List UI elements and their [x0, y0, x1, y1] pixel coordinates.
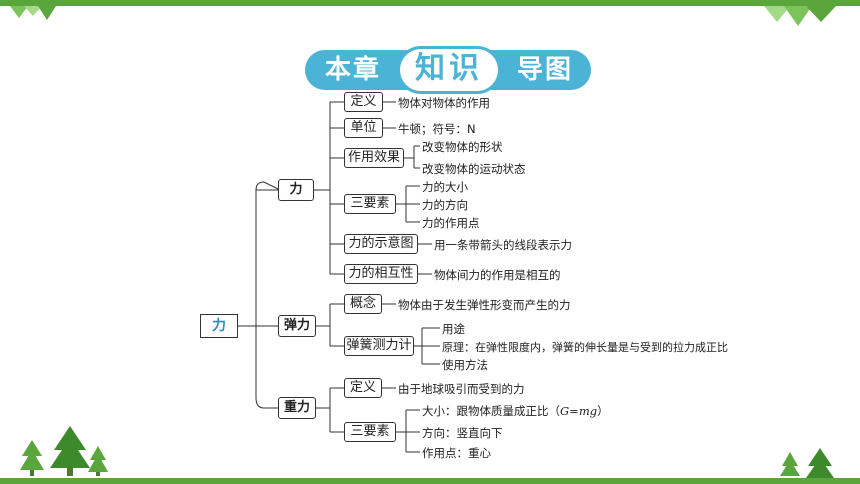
- root-node-force: 力: [200, 314, 238, 338]
- gravity-formula: G=mg: [560, 404, 598, 418]
- force-three-elements-node: 三要素: [344, 194, 396, 214]
- gravity-point: 作用点：重心: [422, 446, 491, 460]
- force-element-point: 力的作用点: [422, 216, 480, 230]
- spring-scale-node: 弹簧测力计: [344, 336, 414, 356]
- branch-elastic-force: 弹力: [278, 315, 316, 337]
- branch-force: 力: [278, 179, 314, 201]
- force-unit-text: 牛顿；符号：N: [398, 122, 476, 136]
- bottom-green-bar: [0, 478, 860, 484]
- force-diagram-text: 用一条带箭头的线段表示力: [434, 238, 572, 252]
- force-element-direction: 力的方向: [422, 198, 468, 212]
- force-definition-node: 定义: [344, 92, 383, 112]
- top-green-bar: [0, 0, 860, 6]
- banner-text-right: 导图: [516, 55, 573, 85]
- force-element-magnitude: 力的大小: [422, 180, 468, 194]
- branch-gravity: 重力: [278, 397, 316, 419]
- spring-scale-usage-method: 使用方法: [442, 358, 488, 372]
- gravity-magnitude: 大小：跟物体质量成正比（G=mg）: [422, 403, 609, 419]
- gravity-definition-text: 由于地球吸引而受到的力: [398, 382, 525, 396]
- elastic-concept-text: 物体由于发生弹性形变而产生的力: [398, 298, 571, 312]
- spring-scale-principle: 原理：在弹性限度内，弹簧的伸长量是与受到的拉力成正比: [442, 341, 728, 354]
- top-triangle-decoration: [10, 6, 836, 26]
- spring-scale-use: 用途: [442, 322, 465, 336]
- gravity-direction: 方向：竖直向下: [422, 426, 503, 440]
- elastic-concept-node: 概念: [344, 294, 382, 314]
- gravity-magnitude-prefix: 大小：跟物体质量成正比（: [422, 404, 560, 418]
- tree-icon-left: [20, 426, 108, 476]
- gravity-three-elements-node: 三要素: [344, 422, 396, 442]
- force-definition-text: 物体对物体的作用: [398, 96, 490, 110]
- force-unit-node: 单位: [344, 118, 383, 138]
- force-effect-item-2: 改变物体的运动状态: [422, 162, 526, 176]
- chapter-title-banner: 本章 知识 导图: [305, 46, 591, 94]
- gravity-magnitude-suffix: ）: [597, 404, 609, 418]
- force-mutual-text: 物体间力的作用是相互的: [434, 268, 561, 282]
- force-effect-item-1: 改变物体的形状: [422, 140, 503, 154]
- force-diagram-node: 力的示意图: [344, 234, 418, 254]
- banner-text-middle: 知识: [397, 46, 501, 94]
- tree-icon-right: [780, 448, 834, 478]
- force-effect-node: 作用效果: [344, 148, 404, 168]
- force-mutual-node: 力的相互性: [344, 264, 418, 284]
- banner-text-left: 本章: [325, 55, 382, 85]
- gravity-definition-node: 定义: [344, 378, 382, 398]
